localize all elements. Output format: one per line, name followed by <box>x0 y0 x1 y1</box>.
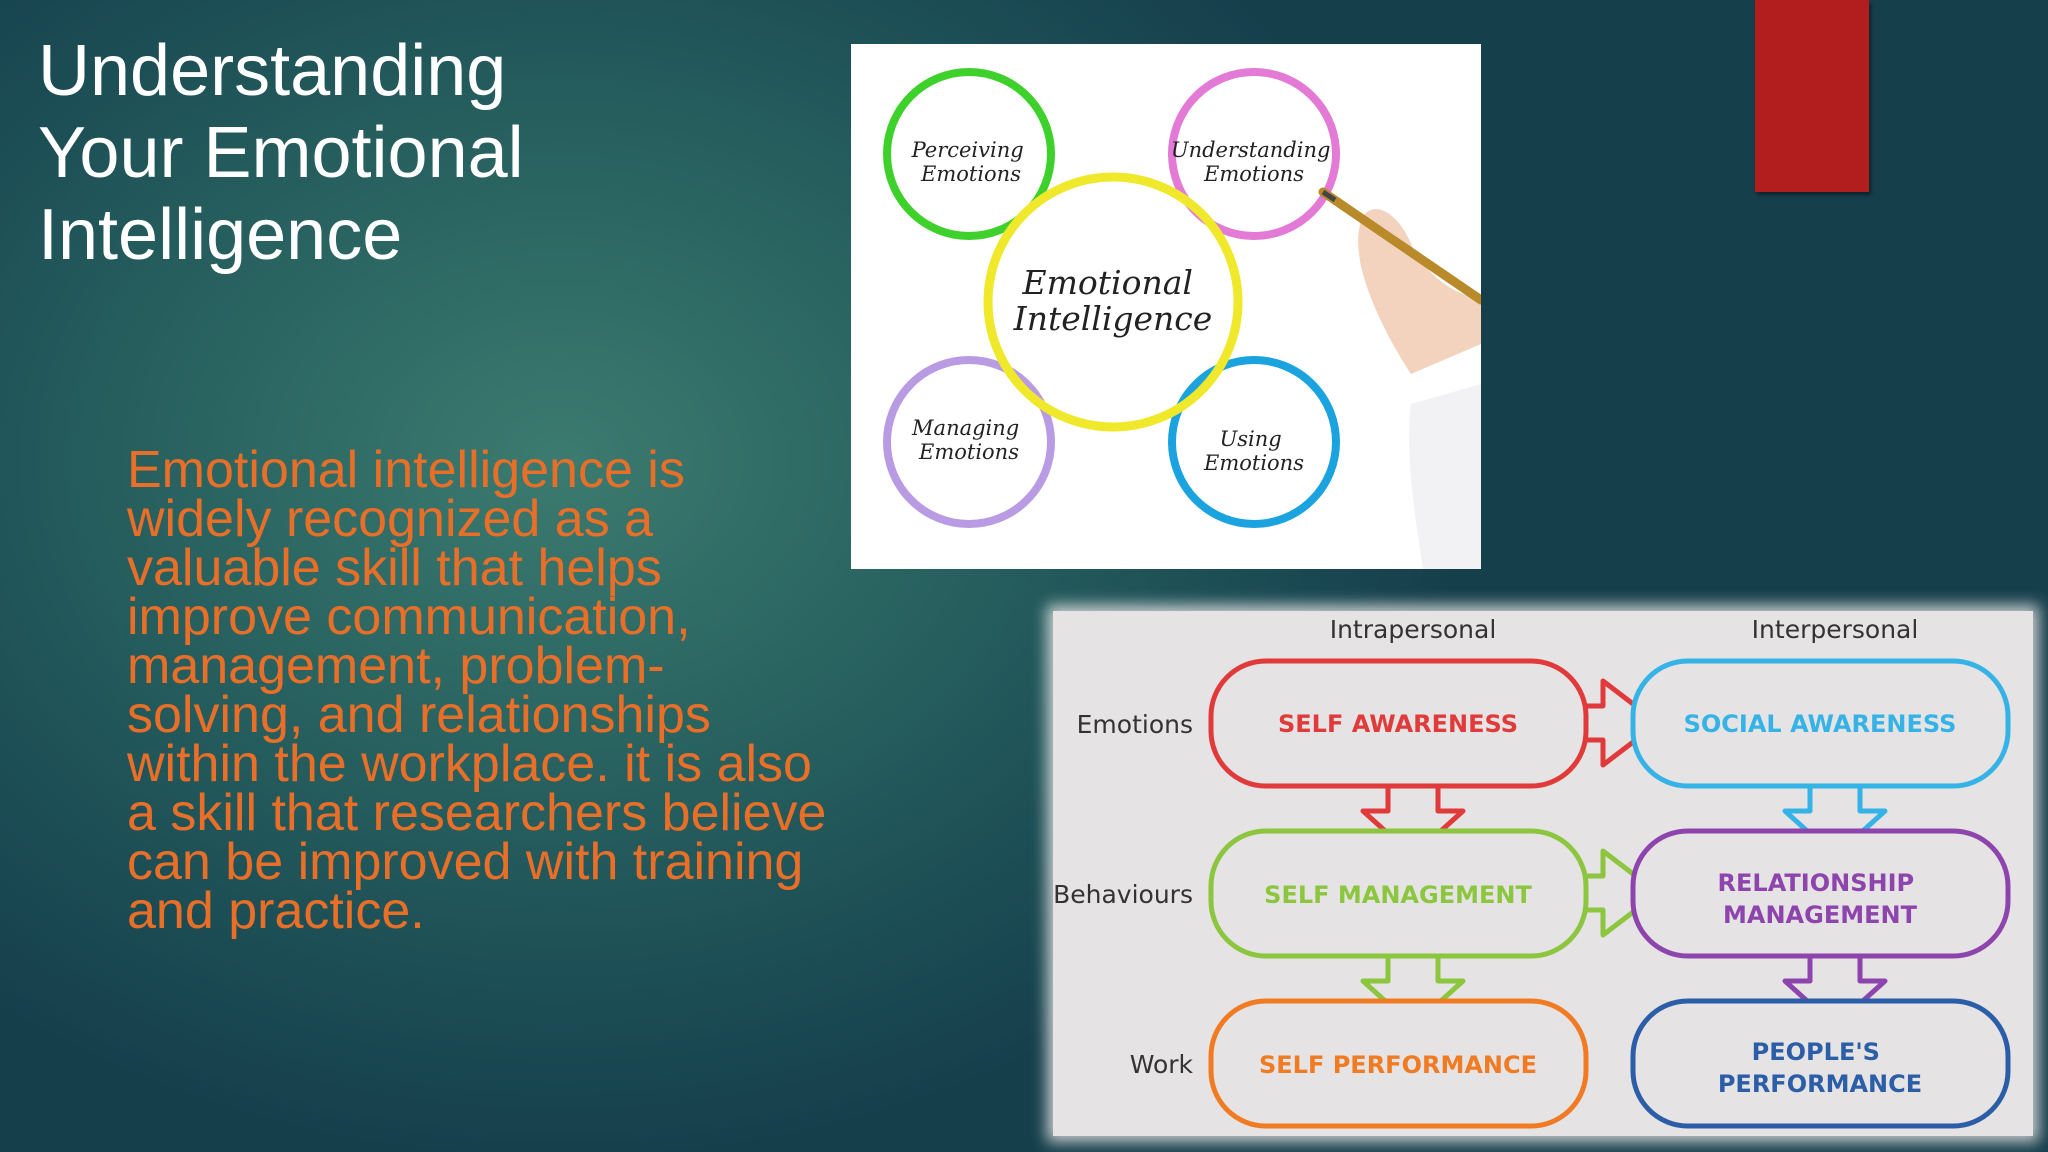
managing-emotions-circle <box>883 356 1055 528</box>
relationship-management-label: RELATIONSHIP MANAGEMENT <box>1718 869 1923 929</box>
relationship-management-box <box>1630 828 2011 959</box>
using-emotions-circle <box>1168 356 1340 528</box>
perceiving-emotions-circle <box>883 68 1055 240</box>
peoples-performance-label: PEOPLE'S PERFORMANCE <box>1718 1038 1922 1098</box>
social-awareness-label: SOCIAL AWARENESS <box>1684 710 1957 738</box>
body-paragraph: Emotional intelligence is widely recogni… <box>127 441 827 940</box>
row-label-emotions: Emotions <box>1077 710 1193 739</box>
perceiving-emotions-label: Perceiving Emotions <box>911 138 1031 186</box>
title-line-3: Intelligence <box>38 195 403 275</box>
ei-competencies-diagram: Intrapersonal Interpersonal Emotions Beh… <box>1053 611 2033 1136</box>
hand-with-pen <box>1318 187 1481 569</box>
row-label-behaviours: Behaviours <box>1053 880 1193 909</box>
title-line-1: Understanding <box>38 31 507 111</box>
col-header-intrapersonal: Intrapersonal <box>1330 615 1497 644</box>
slide-title: Understanding Your Emotional Intelligenc… <box>38 30 678 276</box>
self-performance-box <box>1208 998 1589 1129</box>
self-awareness-box <box>1208 658 1589 789</box>
self-management-label: SELF MANAGEMENT <box>1264 881 1532 909</box>
peoples-performance-box <box>1630 998 2011 1129</box>
social-awareness-box <box>1630 658 2011 789</box>
row-label-work: Work <box>1130 1050 1194 1079</box>
col-header-interpersonal: Interpersonal <box>1752 615 1919 644</box>
self-performance-label: SELF PERFORMANCE <box>1259 1051 1537 1079</box>
understanding-emotions-label: Understanding Emotions <box>1171 138 1337 186</box>
emotional-intelligence-label: Emotional Intelligence <box>1013 263 1213 338</box>
understanding-emotions-circle <box>1168 68 1340 240</box>
red-accent-bar <box>1755 0 1869 192</box>
title-line-2: Your Emotional <box>38 113 524 193</box>
self-awareness-label: SELF AWARENESS <box>1278 710 1518 738</box>
using-emotions-label: Using Emotions <box>1203 427 1304 475</box>
emotional-intelligence-circle <box>983 172 1243 432</box>
self-management-box <box>1208 828 1589 959</box>
managing-emotions-label: Managing Emotions <box>911 416 1026 464</box>
emotional-intelligence-image: Perceiving Emotions Understanding Emotio… <box>851 44 1481 569</box>
